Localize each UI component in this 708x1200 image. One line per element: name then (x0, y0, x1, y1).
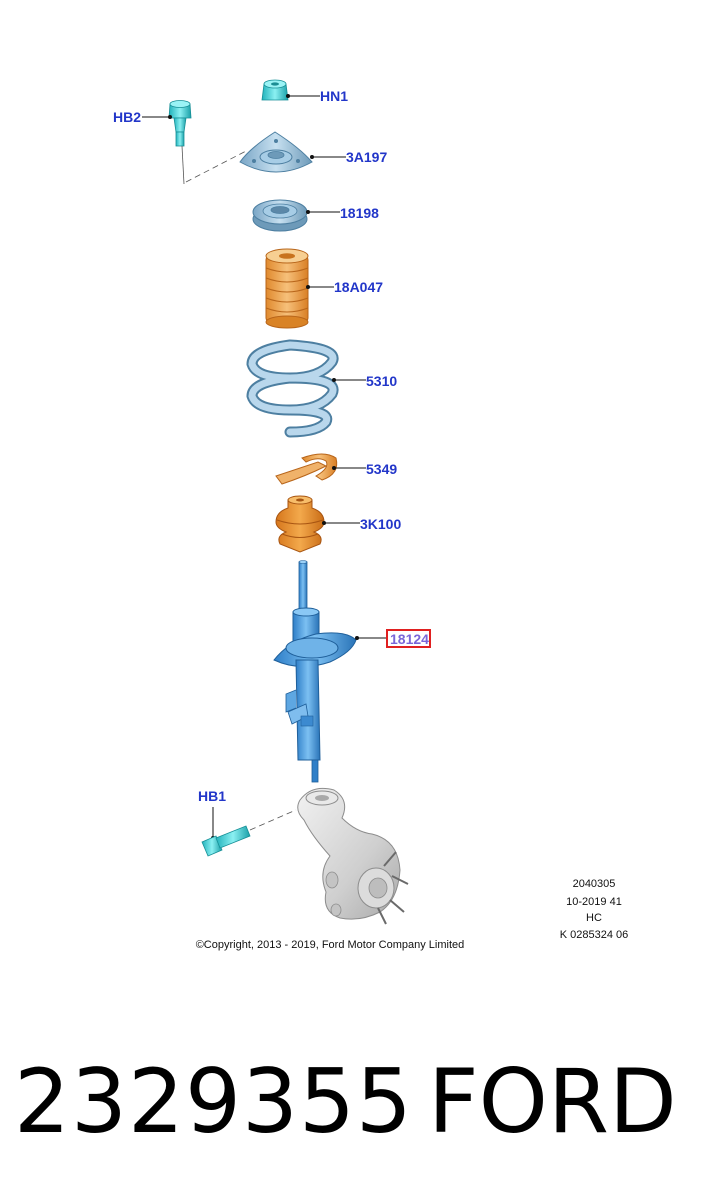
steering-knuckle (297, 787, 409, 925)
info-line-1: 2040305 (573, 878, 616, 890)
hb2-axis-line (181, 145, 185, 185)
info-line-3: HC (586, 912, 602, 924)
top-mount-3a197 (239, 131, 313, 173)
hb2-dashed-line (185, 149, 249, 183)
info-line-4: K 0285324 06 (560, 929, 629, 941)
drawing-info-block: 2040305 10-2019 41 HC K 0285324 06 (560, 878, 629, 941)
highlight-box-18124 (386, 629, 431, 648)
hb1-dashed-line (249, 809, 297, 831)
dust-boot-18a047 (265, 248, 309, 329)
callout-hn1: HN1 (320, 88, 348, 104)
info-line-2: 10-2019 41 (566, 896, 622, 908)
exploded-strut-diagram: HN1 HB2 3A197 18198 18A047 (113, 79, 629, 951)
callout-18198: 18198 (340, 205, 379, 221)
callout-5310: 5310 (366, 373, 397, 389)
callout-3a197: 3A197 (346, 149, 387, 165)
footer-brand: FORD (428, 1050, 677, 1153)
callout-18a047: 18A047 (334, 279, 383, 295)
bolt-hb2 (168, 100, 192, 147)
footer-part-number: 2329355 (14, 1050, 413, 1153)
copyright-text: ©Copyright, 2013 - 2019, Ford Motor Comp… (196, 939, 465, 951)
callout-3k100: 3K100 (360, 516, 401, 532)
bolt-hb1 (201, 825, 251, 857)
coil-spring-5310 (246, 339, 339, 438)
nut-hn1 (261, 79, 289, 101)
spring-seat-5349 (275, 453, 338, 485)
bump-stop-3k100 (275, 495, 325, 553)
callout-5349: 5349 (366, 461, 397, 477)
bearing-18198 (252, 199, 308, 232)
callout-hb1: HB1 (198, 788, 226, 804)
shock-absorber-18124 (273, 560, 357, 783)
callout-18124[interactable]: 18124 (390, 631, 429, 647)
callout-hb2: HB2 (113, 109, 141, 125)
